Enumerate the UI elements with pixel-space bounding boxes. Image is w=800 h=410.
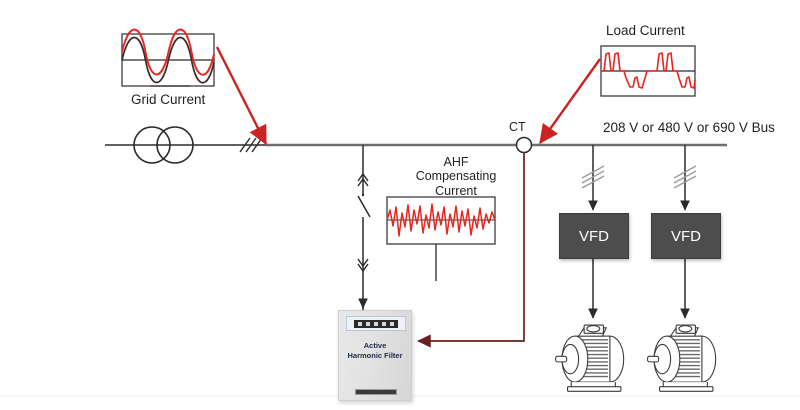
load-current-waveform-box xyxy=(600,45,696,97)
ct-feedback-wire xyxy=(417,152,525,348)
grid-current-label: Grid Current xyxy=(131,92,206,107)
ahf-vent-grille xyxy=(355,389,397,395)
ahf-compensating-current-label: AHF Compensating Current xyxy=(408,155,504,198)
grid-current-arrow xyxy=(215,46,268,146)
led-indicator xyxy=(390,321,394,326)
ahf-cabinet-label-line2: Harmonic Filter xyxy=(347,351,403,361)
ahf-current-label-line2: Compensating xyxy=(415,169,497,184)
ahf-current-trace-red xyxy=(386,203,496,237)
ahf-current-label-line1: AHF xyxy=(443,155,469,169)
ahf-cabinet-label-line1: Active xyxy=(363,341,387,350)
active-harmonic-filter-cabinet: Active Harmonic Filter xyxy=(338,310,412,401)
ahf-down-arrow xyxy=(357,258,369,273)
load-current-trace-red xyxy=(601,52,696,89)
grid-current-waveform-box xyxy=(121,28,215,87)
ahf-display-screen xyxy=(354,319,398,328)
led-indicator xyxy=(358,321,362,326)
grid-current-trace-red xyxy=(121,28,215,76)
load-current-arrow xyxy=(539,58,601,144)
ct-label: CT xyxy=(509,120,526,134)
three-phase-slash-vfd-2 xyxy=(673,165,697,189)
disconnect-switch xyxy=(357,193,371,218)
motor-graphic-2 xyxy=(647,324,717,392)
ct-symbol xyxy=(515,136,533,154)
transformer-symbol xyxy=(133,126,194,164)
vfd-feeder-2 xyxy=(673,145,697,211)
ahf-current-label-line3: Current xyxy=(435,183,477,198)
vfd-feeder-1 xyxy=(581,145,605,211)
ahf-tie-branch xyxy=(357,145,371,310)
three-phase-slash-vfd-1 xyxy=(581,165,605,189)
load-current-label: Load Current xyxy=(606,23,685,38)
ahf-up-arrow xyxy=(357,172,369,187)
grid-current-trace-dark xyxy=(121,36,215,84)
led-indicator xyxy=(382,321,386,326)
ahf-current-waveform-box xyxy=(386,196,496,281)
led-indicator xyxy=(366,321,370,326)
bus-voltage-label: 208 V or 480 V or 690 V Bus xyxy=(603,120,775,135)
led-indicator xyxy=(374,321,378,326)
ahf-control-panel xyxy=(346,316,406,331)
vfd-box-1: VFD xyxy=(559,213,629,259)
vfd-box-2: VFD xyxy=(651,213,721,259)
ahf-cabinet-label: Active Harmonic Filter xyxy=(339,341,411,361)
motor-graphic-1 xyxy=(555,324,625,392)
